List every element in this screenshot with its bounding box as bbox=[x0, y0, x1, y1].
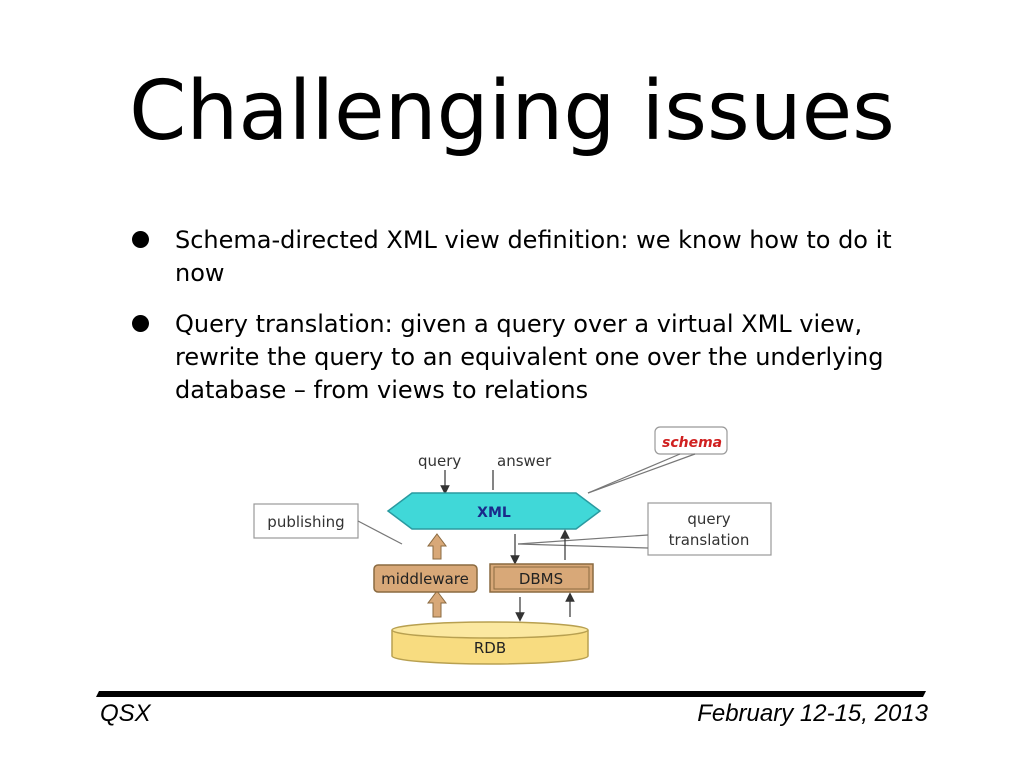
bullet-text: Schema-directed XML view definition: we … bbox=[175, 226, 892, 287]
rdb-cylinder-top bbox=[391, 621, 589, 639]
bullet-list: Schema-directed XML view definition: we … bbox=[130, 224, 920, 425]
bullet-text: Query translation: given a query over a … bbox=[175, 310, 884, 404]
xml-label: XML bbox=[477, 505, 511, 521]
architecture-diagram: query answer schema XML publishing query… bbox=[253, 426, 772, 665]
dbms-label: DBMS bbox=[519, 570, 563, 588]
bullet-item: Schema-directed XML view definition: we … bbox=[130, 224, 920, 290]
middleware-box bbox=[373, 564, 478, 593]
schema-callout bbox=[654, 426, 728, 455]
footer-divider bbox=[96, 691, 926, 697]
query-translation-label-1: query bbox=[687, 510, 730, 528]
answer-label: answer bbox=[497, 452, 552, 470]
up-block-arrow-icon bbox=[427, 590, 447, 618]
middleware-label: middleware bbox=[381, 570, 469, 588]
dbms-box bbox=[489, 563, 594, 593]
dbms-box-inner bbox=[493, 566, 590, 590]
query-translation-callout bbox=[647, 502, 772, 556]
bullet-item: Query translation: given a query over a … bbox=[130, 308, 920, 407]
publishing-pointer bbox=[357, 520, 403, 545]
footer-date: February 12-15, 2013 bbox=[697, 700, 928, 727]
bullet-icon bbox=[132, 315, 149, 332]
xml-view-shape bbox=[386, 492, 602, 530]
schema-label: schema bbox=[662, 435, 722, 451]
query-translation-label-2: translation bbox=[669, 531, 750, 549]
publishing-label: publishing bbox=[267, 513, 344, 531]
query-translation-pointer bbox=[517, 534, 649, 545]
schema-pointer bbox=[587, 453, 681, 494]
schema-pointer bbox=[587, 453, 696, 494]
up-block-arrow-icon bbox=[427, 533, 447, 560]
footer-left: QSX bbox=[100, 700, 151, 727]
rdb-cylinder-body bbox=[391, 630, 589, 665]
query-label: query bbox=[418, 452, 461, 470]
slide-title: Challenging issues bbox=[129, 64, 895, 159]
bullet-icon bbox=[132, 231, 149, 248]
query-translation-pointer bbox=[517, 543, 649, 549]
rdb-label: RDB bbox=[474, 639, 506, 657]
